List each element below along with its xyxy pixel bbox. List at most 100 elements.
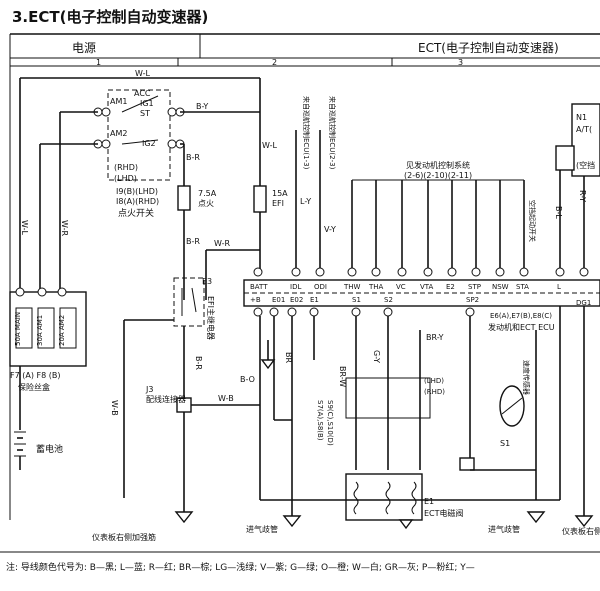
efi-relay-name: EFI主继电器: [206, 296, 216, 340]
pin-idl-name: IDL: [290, 283, 301, 291]
ecu-bottom-pins: +B E01 E02 E1 S1 S2 SP2: [250, 296, 479, 317]
wire-br-ig: B-R: [186, 153, 200, 162]
ecu-pin-e1: E1: [309, 296, 319, 317]
ecu-pin-l: L: [555, 267, 565, 291]
ground-4-icon: [574, 515, 594, 528]
harness-rhd: (RHD): [424, 388, 445, 396]
ect-solenoid-code: E1: [424, 497, 434, 506]
ignition-switch-label: 点火开关: [118, 207, 154, 219]
speed-sensor-code: S1: [500, 439, 510, 448]
ground-1-icon: [174, 511, 194, 524]
wire-vy: V-Y: [324, 225, 336, 234]
wire-ly: L-Y: [300, 197, 311, 206]
efi-relay: [173, 277, 205, 327]
pin-l-name: L: [557, 283, 561, 291]
pin-vc-name: VC: [396, 283, 406, 291]
wire-wr-left: W-R: [60, 220, 69, 236]
pin-thw-name: THW: [343, 283, 361, 291]
pin-s2-name: S2: [384, 296, 393, 304]
ecu-pin-e01: E01: [269, 296, 285, 317]
fusible-name: 保险丝盒: [18, 382, 50, 392]
ecu-pin-nsw: NSW: [492, 267, 509, 291]
pin-tha-name: THA: [368, 283, 384, 291]
zone-ect-label: ECT(电子控制自动变速器): [418, 40, 559, 55]
wire-wl-vert: W-L: [262, 141, 277, 150]
harness-s9: S9(C),S10(D): [326, 400, 334, 446]
ig-am2: AM2: [110, 129, 127, 138]
note-from-cruise: 来自巡航控制ECU(1-3): [302, 96, 311, 170]
pin-plusb-name: +B: [250, 296, 261, 304]
wire-wl-left: W-L: [20, 220, 29, 235]
ground-1-label: 仪表板右侧加强筋: [92, 532, 156, 542]
ecu-top-pins: BATT IDL ODI THW THA VC VTA E2 STP NSW S…: [250, 267, 591, 307]
ignition-switch-box: [107, 89, 171, 181]
ig-code-rhd: I8(A)(RHD): [116, 197, 159, 206]
zone-num-2: 2: [272, 58, 277, 67]
pin-dg1-name: DG1: [576, 299, 591, 307]
ground-4-label: 仪表板右侧: [562, 526, 600, 536]
fuse-7-5a: [177, 185, 191, 211]
n1-at: A/T(: [576, 125, 592, 134]
fuse-7-5a-amp: 7.5A: [198, 189, 217, 198]
pin-e02-name: E02: [290, 296, 303, 304]
footer-note: 注: 导线颜色代号为: B—黑; L—蓝; R—红; BR—棕; LG—浅绿; …: [6, 561, 475, 573]
wire-wb-left: W-B: [110, 400, 119, 416]
pin-odi-name: ODI: [314, 283, 327, 291]
wire-wb-mid: W-B: [218, 394, 234, 403]
pin-s1-name: S1: [352, 296, 361, 304]
ect-solenoid-name: ECT电磁阀: [424, 508, 464, 518]
wire-brw: BR-W: [338, 366, 347, 387]
fuse-am2: 20A AM2: [58, 315, 66, 346]
efi-relay-code: E3: [202, 277, 212, 286]
ecu-name: 发动机和ECT ECU: [488, 322, 555, 332]
ecu-pin-idl: IDL: [290, 267, 301, 291]
harness-lhd: (LHD): [424, 377, 444, 385]
ecu-code: E6(A),E7(B),E8(C): [490, 312, 552, 320]
note-sw: 空挡起动开关: [528, 200, 537, 242]
fusible-link-box: [9, 291, 87, 367]
pin-sta-name: STA: [516, 283, 529, 291]
pin-vta-name: VTA: [420, 283, 434, 291]
battery-label: 蓄电池: [36, 443, 63, 455]
wire-wr-ecu: W-R: [214, 239, 230, 248]
neutral-start-switch: [571, 103, 600, 177]
fuse-15a-name: EFI: [272, 199, 284, 208]
zone-power-label: 电源: [72, 41, 96, 55]
pin-e01-name: E01: [272, 296, 285, 304]
pin-e2-name: E2: [446, 283, 455, 291]
ecu-pin-batt: BATT: [250, 267, 268, 291]
ground-3-icon: [526, 511, 546, 524]
wire-br-fuse: B-R: [186, 237, 200, 246]
ground-2-label: 进气歧管: [246, 524, 278, 534]
n1-code: N1: [576, 113, 587, 122]
junction-code: J3: [145, 385, 153, 394]
junction-name: 配线连接器: [146, 394, 186, 404]
ect-solenoid: [345, 473, 423, 521]
pin-nsw-name: NSW: [492, 283, 509, 291]
note-see-engine: 见发动机控制系统: [406, 160, 470, 170]
fuse-15a: [253, 185, 267, 213]
ig-ig2: IG2: [142, 139, 156, 148]
ig-acc: ACC: [134, 89, 151, 98]
zone-num-3: 3: [458, 58, 463, 67]
ecu-pin-plusb: +B: [250, 296, 263, 317]
ecu-pin-stp: STP: [468, 267, 481, 291]
wire-by: B-Y: [196, 102, 208, 111]
fusible-code: F7 (A) F8 (B): [10, 371, 60, 380]
pin-sp2-name: SP2: [466, 296, 479, 304]
note-see-engine-nums: (2-6)(2-10)(2-11): [404, 171, 472, 180]
zone-num-1: 1: [96, 58, 101, 67]
ig-rhd: (RHD): [114, 163, 138, 172]
ecu-pin-vta: VTA: [420, 267, 434, 291]
wire-gy: G-Y: [372, 350, 381, 363]
wire-bry: BR-Y: [426, 333, 444, 342]
note-from-cruise-2: 来自巡航控制ECU(2-3): [328, 96, 337, 170]
ig-ig1: IG1: [140, 99, 154, 108]
ground-3-label: 进气歧管: [488, 524, 520, 534]
wire-br-relay: B-R: [194, 356, 203, 370]
fuse-7-5a-name: 点火: [198, 199, 214, 208]
n1-neutral: (空挡: [576, 160, 595, 170]
pin-batt-name: BATT: [250, 283, 268, 291]
fuse-15a-amp: 15A: [272, 189, 288, 198]
